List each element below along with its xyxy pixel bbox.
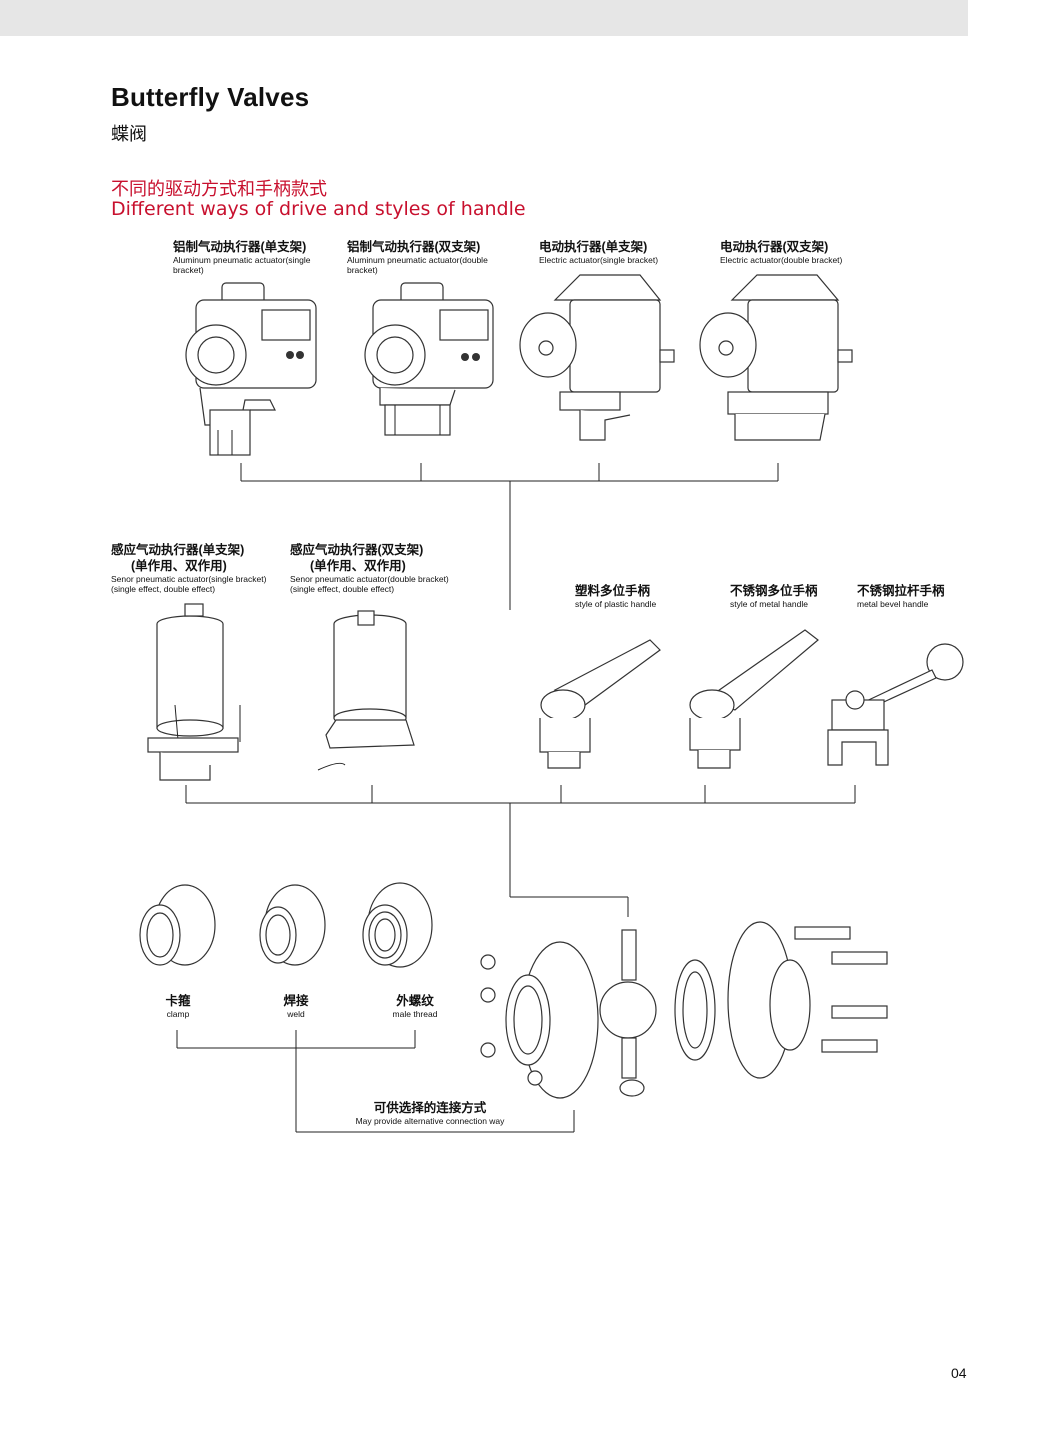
label-en: Electric actuator(double bracket) [720, 255, 843, 265]
top-banner [0, 0, 968, 36]
aluminum-actuator-single-drawing [185, 282, 317, 456]
label-en: Electric actuator(single bracket) [539, 255, 659, 265]
aluminum-actuator-double-drawing [364, 282, 494, 436]
label-en: (single effect, double effect) [111, 584, 216, 594]
label-cn: 感应气动执行器(双支架) [290, 543, 424, 557]
exploded-valve-assembly-drawing [480, 921, 888, 1099]
connector-lines-handles [185, 785, 856, 917]
connector-lines-connections [176, 1030, 575, 1133]
connection-label-clamp: 卡箍 clamp [150, 994, 206, 1019]
label-en: weld [287, 1009, 305, 1019]
label-en: clamp [166, 1009, 190, 1019]
section-heading-en: Different ways of drive and styles of ha… [111, 198, 526, 220]
label-en: style of metal handle [730, 599, 808, 609]
label-cn: 铝制气动执行器(双支架) [347, 240, 481, 254]
label-cn: 铝制气动执行器(单支架) [173, 240, 307, 254]
page-title: Butterfly Valves [111, 82, 310, 112]
label-cn: 不锈钢拉杆手柄 [857, 584, 945, 598]
handle-label-bevel: 不锈钢拉杆手柄 metal bevel handle [857, 584, 945, 609]
actuator-label-electric-single: 电动执行器(单支架) Electric actuator(single brac… [539, 240, 658, 265]
electric-actuator-single-drawing [519, 274, 675, 441]
label-cn: 电动执行器(双支架) [720, 240, 829, 254]
metal-handle-drawing [689, 629, 819, 769]
label-en: style of plastic handle [575, 599, 657, 609]
label-cn: 不锈钢多位手柄 [730, 584, 818, 598]
label-en: Aluminum pneumatic actuator(double [347, 255, 488, 265]
clamp-ferrule-drawing [139, 884, 216, 966]
sensor-actuator-double-drawing [317, 610, 415, 771]
weld-ferrule-drawing [259, 884, 326, 966]
sensor-actuator-single-drawing [147, 603, 241, 781]
connector-lines-actuators [240, 463, 779, 610]
label-cn: 感应气动执行器(单支架) [111, 543, 245, 557]
plastic-handle-drawing [539, 639, 661, 769]
label-cn: 可供选择的连接方式 [373, 1101, 487, 1115]
sensor-actuator-label-single: 感应气动执行器(单支架) (单作用、双作用) Senor pneumatic a… [111, 543, 266, 594]
label-cn: 焊接 [283, 994, 309, 1008]
label-cn: 塑料多位手柄 [575, 584, 651, 598]
label-en: Senor pneumatic actuator(single bracket) [111, 574, 267, 584]
label-cn: 卡箍 [165, 994, 191, 1008]
label-en: Senor pneumatic actuator(double bracket) [290, 574, 449, 584]
page-subtitle-cn: 蝶阀 [111, 124, 147, 145]
label-en: May provide alternative connection way [355, 1116, 505, 1126]
connection-label-male-thread: 外螺纹 male thread [380, 994, 450, 1019]
label-en: metal bevel handle [857, 599, 929, 609]
connection-caption: 可供选择的连接方式 May provide alternative connec… [330, 1101, 530, 1126]
label-en: male thread [392, 1009, 438, 1019]
actuator-label-electric-double: 电动执行器(双支架) Electric actuator(double brac… [720, 240, 842, 265]
label-cn: 电动执行器(单支架) [539, 240, 648, 254]
page-number: 04 [951, 1365, 967, 1381]
section-heading-cn: 不同的驱动方式和手柄款式 [111, 179, 327, 200]
label-en: bracket) [173, 265, 204, 275]
label-en: bracket) [347, 265, 378, 275]
label-en: (single effect, double effect) [290, 584, 395, 594]
handle-label-plastic: 塑料多位手柄 style of plastic handle [575, 584, 656, 609]
sensor-actuator-label-double: 感应气动执行器(双支架) (单作用、双作用) Senor pneumatic a… [290, 543, 449, 594]
connection-label-weld: 焊接 weld [268, 994, 324, 1019]
label-cn-sub: (单作用、双作用) [310, 559, 406, 573]
label-cn: 外螺纹 [396, 994, 434, 1008]
electric-actuator-double-drawing [699, 274, 853, 441]
label-en: Aluminum pneumatic actuator(single [173, 255, 311, 265]
actuator-label-aluminum-double: 铝制气动执行器(双支架) Aluminum pneumatic actuator… [347, 240, 488, 275]
actuator-label-aluminum-single: 铝制气动执行器(单支架) Aluminum pneumatic actuator… [173, 240, 310, 275]
label-cn-sub: (单作用、双作用) [131, 559, 227, 573]
male-thread-ferrule-drawing [362, 882, 433, 968]
handle-label-metal: 不锈钢多位手柄 style of metal handle [730, 584, 818, 609]
bevel-handle-drawing [827, 643, 964, 766]
